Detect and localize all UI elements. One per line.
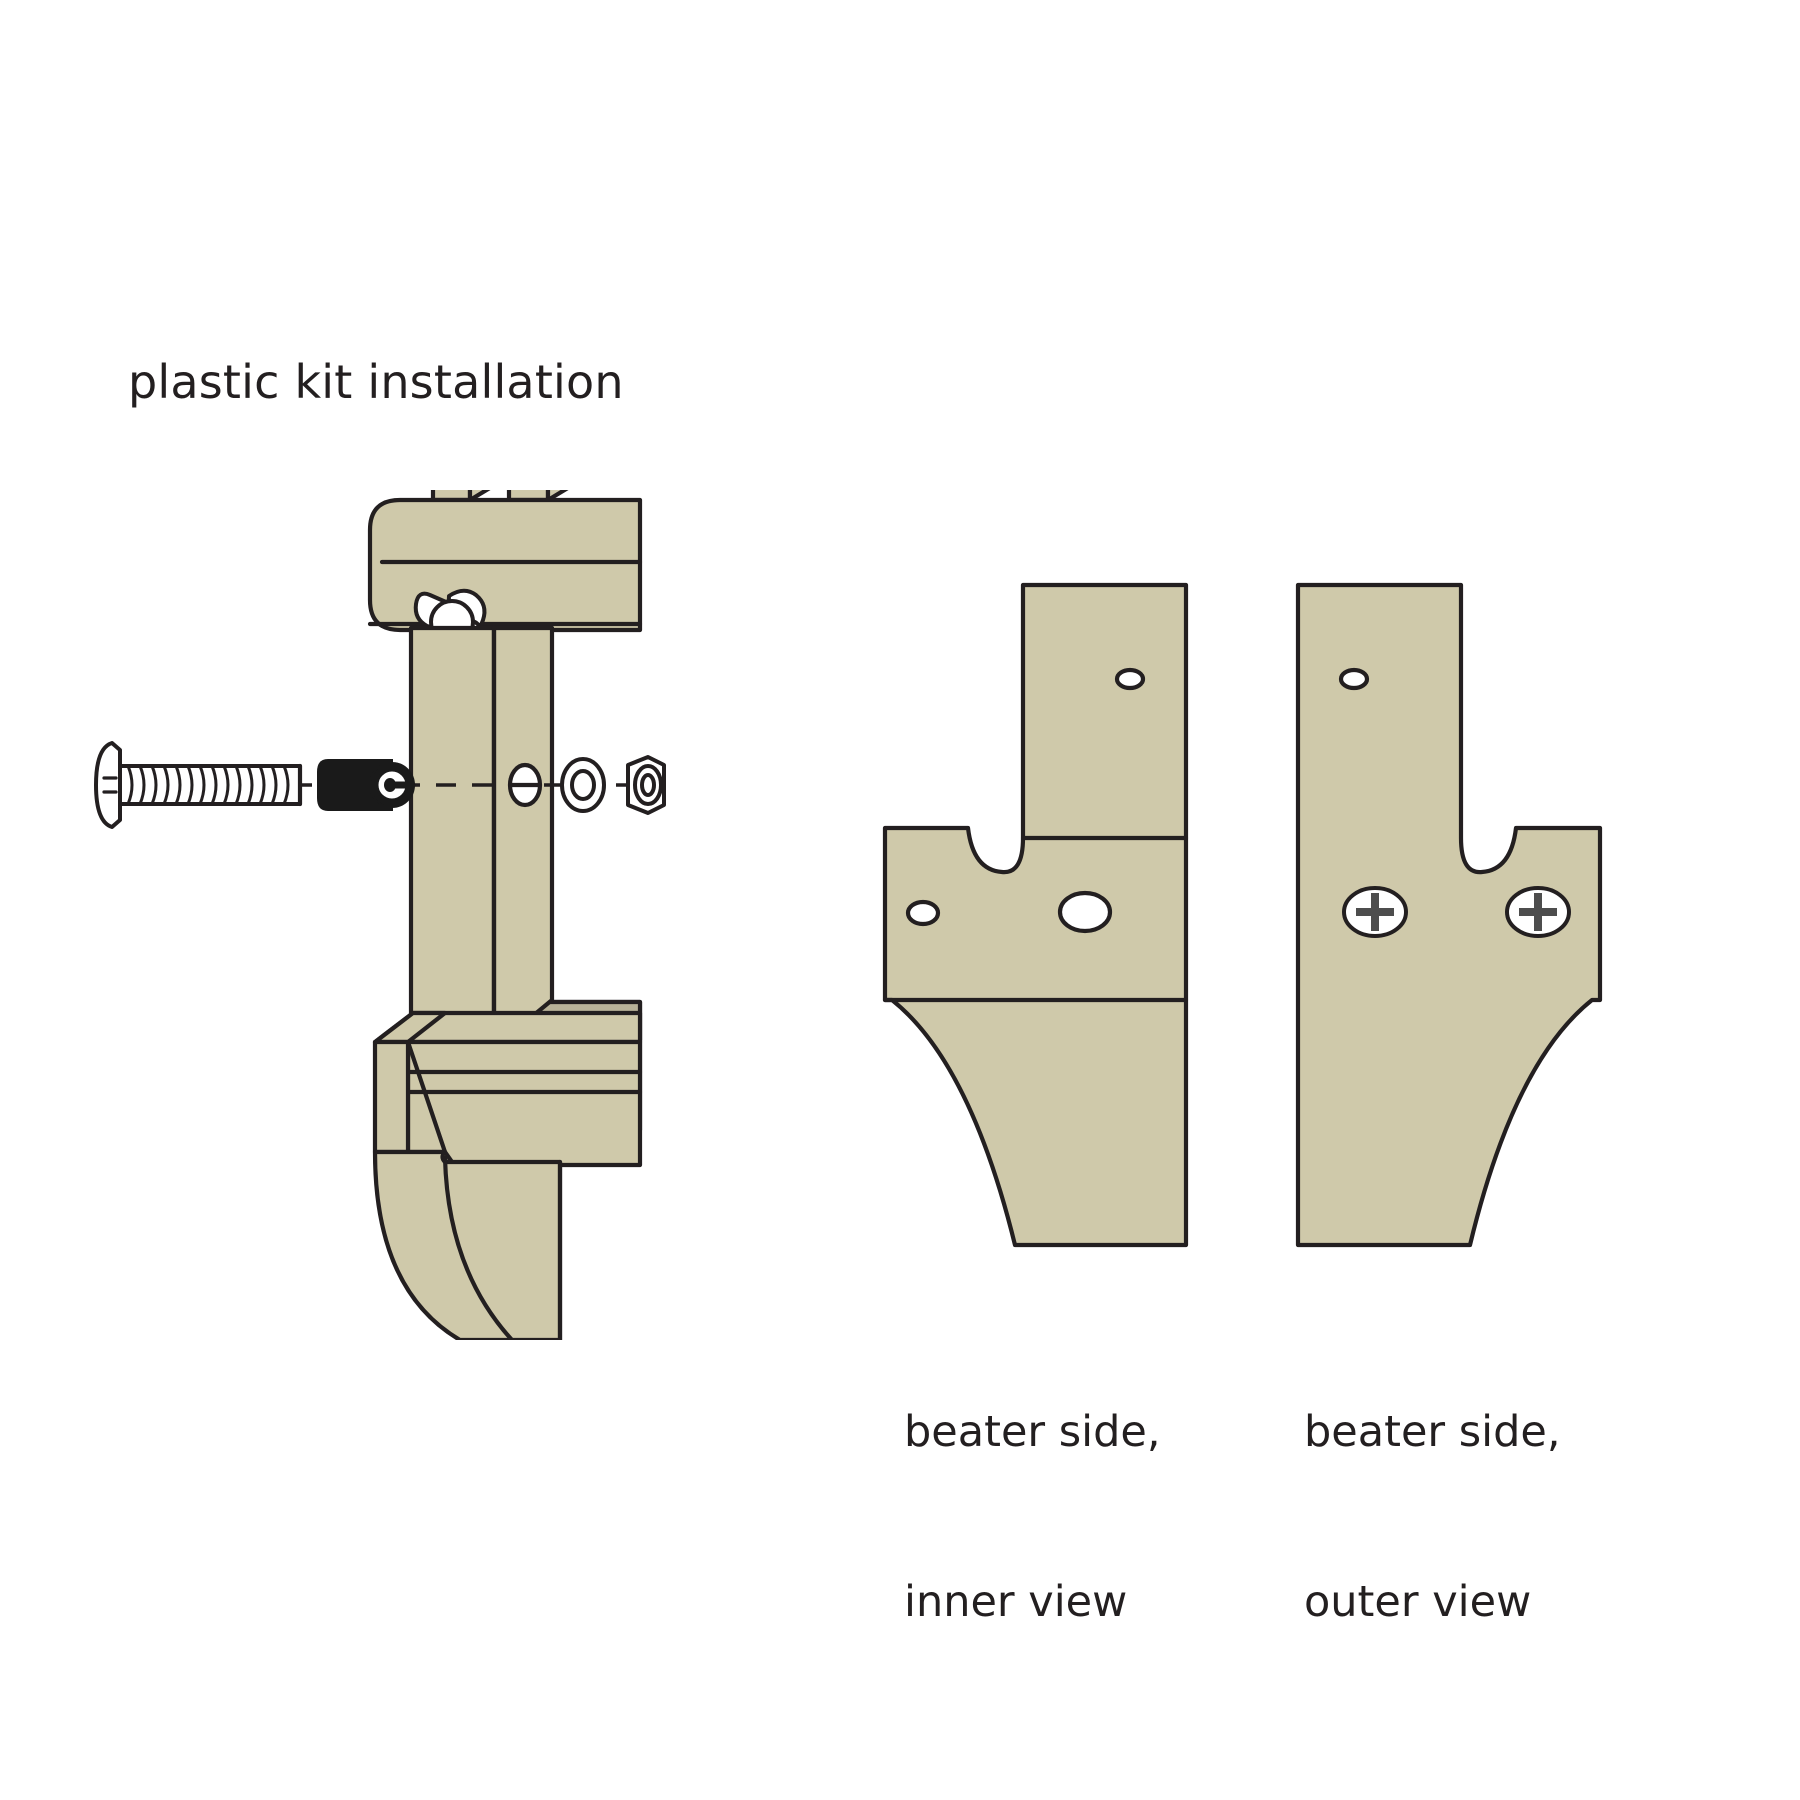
- caption-outer-line2: outer view: [1304, 1576, 1532, 1627]
- inner-hole-lower-left: [905, 899, 941, 927]
- inner-hole-upper-right: [1114, 667, 1146, 691]
- caption-inner-line1: beater side,: [904, 1406, 1161, 1457]
- figure-exploded-assembly: [94, 490, 666, 1340]
- inner-hole-lower-right: [1057, 890, 1113, 934]
- figure-beater-side-outer: [1295, 582, 1603, 1248]
- caption-outer-line1: beater side,: [1304, 1406, 1561, 1457]
- part-plastic-sleeve[interactable]: [317, 759, 416, 811]
- part-lower-rail: [512, 999, 643, 1133]
- part-lower-beam: [372, 1010, 643, 1168]
- caption-beater-side-outer: beater side, outer view: [1304, 1290, 1561, 1744]
- caption-inner-line2: inner view: [904, 1576, 1128, 1627]
- part-carriage-bolt[interactable]: [94, 741, 303, 829]
- outer-screw-right: [1505, 886, 1571, 938]
- leg-bore: [507, 762, 543, 808]
- caption-beater-side-inner: beater side, inner view: [904, 1290, 1161, 1744]
- part-curved-bracket: [372, 1149, 563, 1340]
- part-beater-leg: [408, 625, 555, 1051]
- part-top-beam: [367, 497, 643, 633]
- part-flat-washer[interactable]: [560, 757, 606, 813]
- outer-screw-left: [1342, 886, 1408, 938]
- outer-hole-upper-left: [1338, 667, 1370, 691]
- part-top-rails: [430, 490, 569, 503]
- part-hex-nut[interactable]: [626, 755, 666, 815]
- part-wing-knob[interactable]: [413, 588, 487, 658]
- figure-beater-side-inner: [882, 582, 1189, 1248]
- page-title: plastic kit installation: [128, 355, 624, 409]
